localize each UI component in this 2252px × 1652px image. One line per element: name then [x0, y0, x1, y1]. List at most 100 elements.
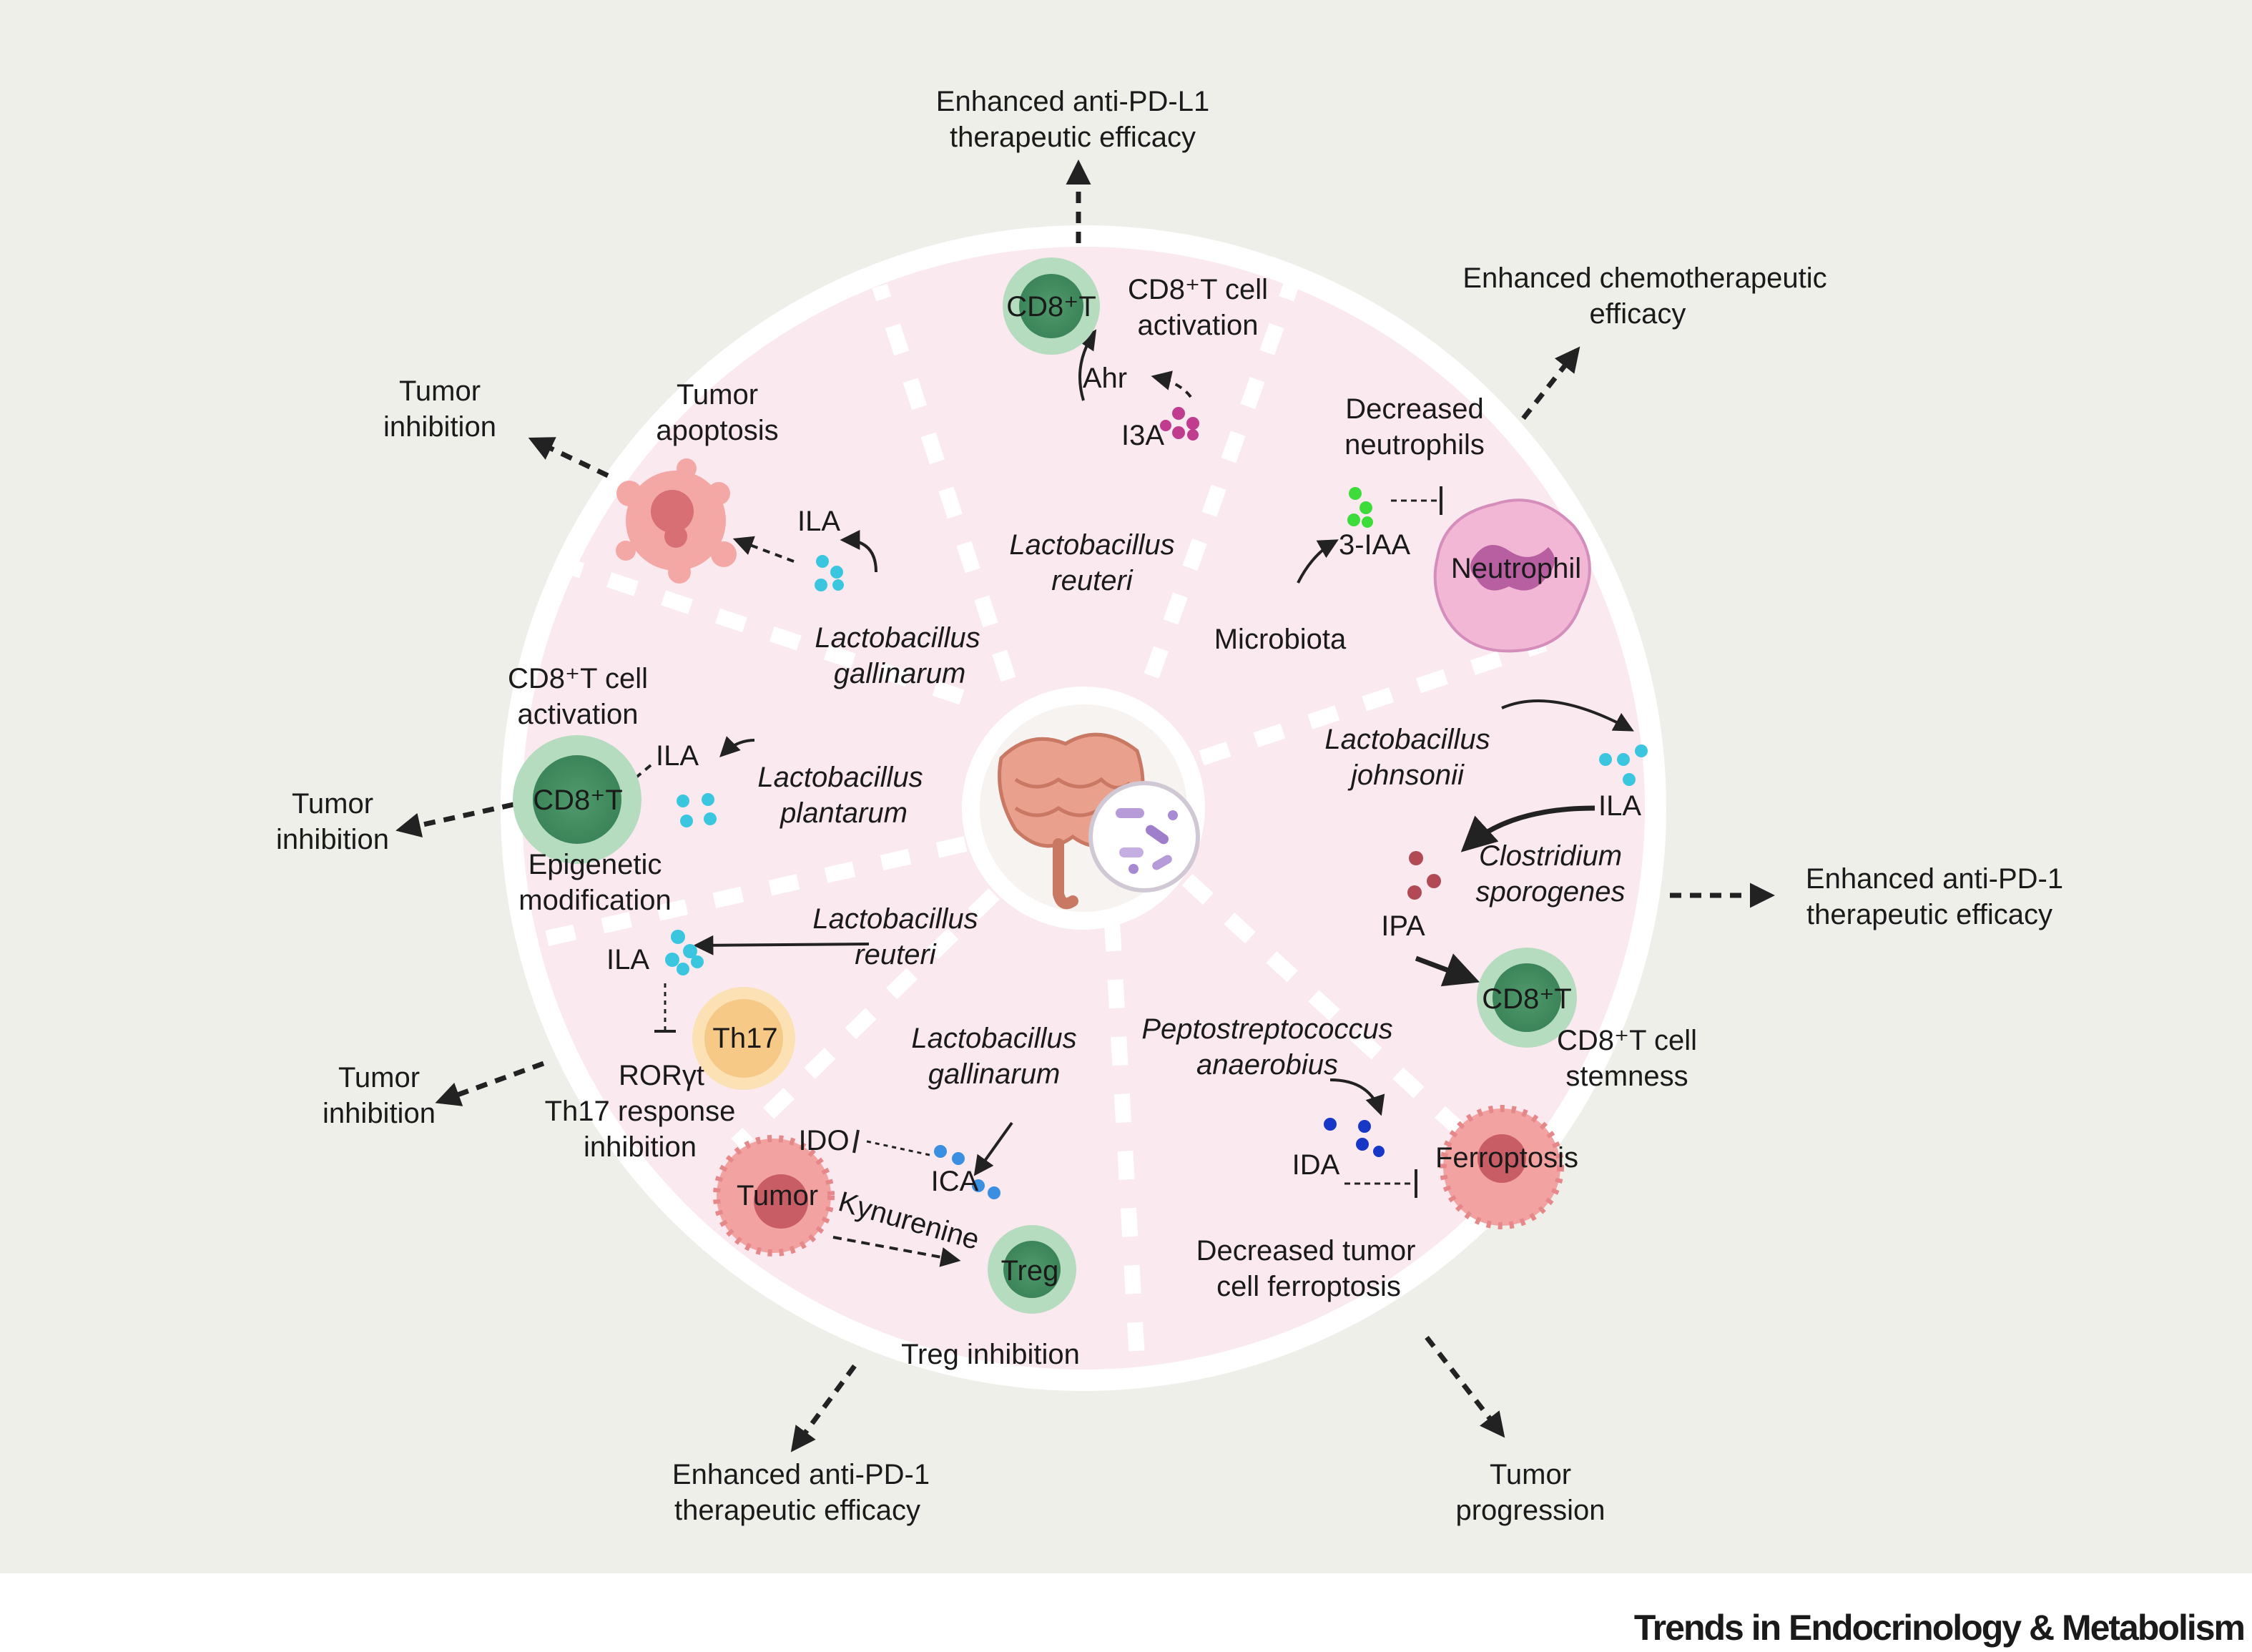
bottomright-outcome-line2: progression	[1455, 1495, 1605, 1526]
labels: Enhanced anti-PD-L1 therapeutic efficacy…	[276, 86, 2246, 1648]
ila-dots-right-icon	[1599, 744, 1648, 786]
section-dividers	[520, 283, 1548, 1360]
bottomright-effect-line1: Decreased tumor	[1196, 1235, 1416, 1267]
top-cd8-label: CD8⁺T	[1006, 291, 1096, 323]
bottomleft-outcome-line1: Tumor	[338, 1062, 420, 1093]
arrow-microbiota-3iaa	[1297, 539, 1339, 584]
topright-outcome-line1: Enhanced chemotherapeutic	[1462, 262, 1826, 294]
topright-neutrophil-label: Neutrophil	[1451, 553, 1581, 584]
right-bacterium2-line1: Clostridium	[1479, 840, 1622, 872]
arrow-ila-cd8-left	[628, 764, 652, 785]
3iaa-dots-icon	[1347, 487, 1373, 528]
magnifier-icon	[1088, 781, 1200, 893]
left-effect-bottom-line1: Epigenetic	[528, 849, 662, 880]
bottom-treg-label: Treg	[1001, 1255, 1059, 1287]
top-effect-line2: activation	[1138, 310, 1259, 341]
left-bacterium-line2: plantarum	[780, 797, 908, 829]
arrow-topright-out	[1521, 346, 1580, 421]
topright-effect-line1: Decreased	[1345, 393, 1483, 425]
arrow-plantarum-ila	[719, 736, 755, 757]
right-bacterium2-line2: sporogenes	[1475, 876, 1625, 908]
i3a-dots-icon	[1160, 407, 1199, 441]
bottomleft-effect-line1: Th17 response	[545, 1096, 736, 1127]
bottomleft-metabolite: ILA	[606, 944, 649, 975]
bottomright-outcome-line1: Tumor	[1490, 1459, 1571, 1490]
bottom-outcome-line2: therapeutic efficacy	[674, 1495, 920, 1526]
topleft-outcome-line1: Tumor	[399, 375, 481, 407]
ila-dots-left-icon	[677, 793, 717, 827]
bottomright-effect-line2: cell ferroptosis	[1216, 1271, 1401, 1302]
top-metabolite: I3A	[1121, 420, 1164, 451]
treg-cell-icon	[988, 1225, 1076, 1314]
ferroptosis-cell-icon	[1440, 1105, 1564, 1229]
bottomleft-bacterium-line1: Lactobacillus	[812, 903, 978, 935]
arrow-ipa-cd8	[1415, 953, 1480, 987]
ica-dots-icon	[934, 1145, 1000, 1199]
arrow-reuteri-i3a	[1076, 329, 1097, 401]
cells	[513, 257, 1591, 1314]
cd8-cell-right-icon	[1477, 948, 1577, 1048]
bottom-effect: Treg inhibition	[901, 1339, 1080, 1370]
bottomleft-bacterium-line2: reuteri	[855, 939, 936, 970]
right-outcome-line1: Enhanced anti-PD-1	[1806, 863, 2063, 895]
right-cd8-label: CD8⁺T	[1482, 983, 1572, 1015]
bottom-bacterium-line1: Lactobacillus	[911, 1023, 1076, 1054]
topleft-effect-line1: Tumor	[677, 379, 758, 410]
topright-outcome-line2: efficacy	[1590, 298, 1686, 330]
topleft-effect-line2: apoptosis	[656, 415, 778, 446]
inhibit-bar-ido	[852, 1129, 860, 1154]
ila-dots-topleft-icon	[815, 555, 844, 591]
arrow-bottom-out	[790, 1364, 857, 1452]
bottomright-metabolite: IDA	[1292, 1149, 1340, 1181]
arrow-reuteri-ila-left	[693, 935, 870, 955]
top-effect-line1: CD8⁺T cell	[1128, 274, 1268, 305]
left-metabolite: ILA	[656, 740, 699, 772]
cd8-cell-top-icon	[1003, 257, 1100, 355]
bottomright-bacterium-line2: anaerobius	[1196, 1049, 1338, 1081]
bottom-metabolite: ICA	[931, 1166, 979, 1197]
left-effect-top-line2: activation	[518, 699, 639, 730]
topright-source: Microbiota	[1214, 624, 1347, 655]
gut-microbiota-illustration	[962, 687, 1205, 930]
bottomright-bacterium-line1: Peptostreptococcus	[1141, 1013, 1392, 1045]
top-outcome-line2: therapeutic efficacy	[950, 122, 1196, 153]
tumor-apoptosis-icon	[616, 458, 737, 584]
right-metabolite2: IPA	[1381, 910, 1425, 942]
top-bacterium-line2: reuteri	[1051, 565, 1133, 596]
bottomleft-effect-line2: inhibition	[584, 1131, 697, 1163]
arrow-johnsonii-ila	[1501, 699, 1634, 732]
bottom-tumor-label: Tumor	[737, 1180, 818, 1211]
arrow-anaerobius-ida	[1329, 1078, 1385, 1116]
th17-cell-icon	[692, 987, 795, 1090]
arrow-gallinarum-ica	[973, 1121, 1013, 1176]
right-effect-line1: CD8⁺T cell	[1557, 1025, 1697, 1056]
tumor-cell-bottom-icon	[713, 1135, 835, 1257]
bottomleft-outcome-line2: inhibition	[323, 1098, 436, 1129]
arrows	[395, 159, 1775, 1452]
right-metabolite1: ILA	[1598, 790, 1641, 822]
topright-effect-line2: neutrophils	[1344, 429, 1485, 461]
journal-footer: Trends in Endocrinology & Metabolism	[1634, 1608, 2244, 1648]
arrow-bottomright-out	[1425, 1335, 1505, 1438]
neutrophil-cell-icon	[1433, 498, 1591, 653]
right-effect-line2: stemness	[1565, 1061, 1688, 1092]
top-bacterium-line1: Lactobacillus	[1009, 529, 1174, 561]
right-outcome-line2: therapeutic efficacy	[1806, 899, 2052, 930]
bottomleft-factor: RORγt	[619, 1060, 704, 1091]
arrow-ila-sporogenes	[1460, 805, 1595, 852]
top-receptor: Ahr	[1083, 363, 1127, 394]
topright-metabolite: 3-IAA	[1339, 529, 1410, 561]
topleft-bacterium-line2: gallinarum	[834, 658, 966, 689]
left-outcome-line1: Tumor	[292, 788, 373, 820]
cd8-cell-left-icon	[513, 735, 641, 864]
arrow-ila-apoptosis	[732, 536, 795, 563]
topleft-metabolite: ILA	[797, 506, 840, 537]
bottom-outcome-line1: Enhanced anti-PD-1	[672, 1459, 930, 1490]
left-effect-top-line1: CD8⁺T cell	[508, 663, 648, 694]
left-bacterium-line1: Lactobacillus	[757, 762, 923, 793]
left-outcome-line2: inhibition	[276, 824, 389, 855]
right-bacterium1-line1: Lactobacillus	[1324, 724, 1490, 755]
bottomleft-th17-label: Th17	[712, 1023, 777, 1054]
